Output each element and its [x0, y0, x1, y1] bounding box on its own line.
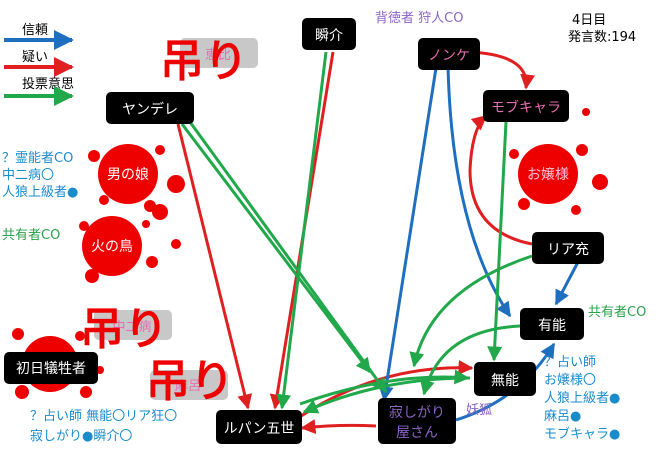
edge-doubt-nonke-mobu: [469, 50, 536, 90]
hanged-stamp-3: 吊り: [146, 356, 234, 407]
node-riajuu-label: リア充: [547, 242, 589, 258]
edge-trust-nonke-sabishi: [378, 67, 438, 402]
node-munou-box[interactable]: [474, 362, 536, 396]
note-right-4: 麻呂●: [544, 409, 581, 424]
note-left-co-3: 人狼上級者●: [2, 185, 78, 200]
edge-doubt-sabishi-lupin: [300, 419, 377, 435]
node-sabishi-label-1: 寂しがり: [389, 405, 445, 421]
note-bottom-2: 寂しがり●瞬介〇: [30, 428, 132, 444]
edge-trust-riajuu-arisu: [554, 261, 580, 306]
edge-doubt-yandere-lupin: [176, 123, 253, 410]
edge-vote-yandere-munou: [180, 123, 372, 374]
note-right-3: 人狼上級者●: [544, 391, 620, 406]
node-mobu-box[interactable]: [483, 90, 569, 122]
node-nonke-label: ノンケ: [428, 48, 470, 64]
node-yandere-box[interactable]: [106, 92, 194, 124]
edge-vote-shunsuke-lupin: [276, 51, 328, 410]
legend: 信頼 疑い 投票意思: [4, 23, 74, 106]
node-sabishi-label-2: 屋さん: [396, 425, 438, 441]
note-kyouyuu-right: 共有者CO: [588, 305, 646, 320]
node-munou-label: 無能: [491, 373, 519, 389]
hidden-node-1-box: [180, 38, 258, 68]
note-right-5: モブキャラ●: [544, 426, 620, 442]
edge-doubt-riajuu-mobu: [468, 114, 533, 246]
node-otokonoko-label: 男の娘: [107, 167, 149, 183]
role-claim-top: 背徳者 狩人CO: [375, 11, 463, 26]
nodes: 瞬介 ノンケ モブキャラ ヤンデレ リア充 有能 無能 ルパン五世 寂しがり 屋…: [4, 18, 604, 444]
note-right-2: お嬢様〇: [544, 373, 596, 388]
node-shunsuke-label: 瞬介: [315, 28, 343, 44]
node-shunsuke-box[interactable]: [302, 18, 356, 50]
node-ojousama-label: お嬢様: [527, 167, 569, 183]
day-label: 4日目: [572, 13, 606, 28]
node-lupin-label: ルパン五世: [224, 421, 295, 437]
note-left-co-1: ？霊能者CO: [2, 151, 73, 166]
edge-vote-lupin-munou: [299, 369, 470, 406]
node-shonichi-label: 初日犠牲者: [16, 360, 86, 377]
node-yandere-label: ヤンデレ: [122, 101, 178, 118]
legend-vote-label: 投票意思: [22, 76, 74, 92]
node-shonichi-box[interactable]: [4, 352, 98, 384]
edge-vote-yandere-sabishi: [188, 121, 388, 394]
node-sabishi-box[interactable]: [378, 398, 456, 444]
hidden-node-3-box: [94, 310, 172, 340]
node-riajuu-box[interactable]: [532, 232, 604, 264]
note-bottom-1: ？占い師 無能〇リア狂〇: [30, 409, 177, 424]
hidden-node-3-label: 中二病: [112, 320, 151, 335]
hidden-node-2-label: 麻呂: [175, 379, 201, 394]
note-youko: 妖狐: [466, 403, 492, 418]
edge-vote-riajuu-sabishi: [409, 254, 533, 368]
hanged-stamp-1: 吊り: [160, 36, 248, 87]
node-arisu-label: 有能: [538, 318, 566, 334]
note-left-co-2: 中二病〇: [2, 168, 54, 183]
note-right-1: ？占い師: [544, 355, 596, 370]
node-nonke-box[interactable]: [418, 38, 480, 70]
node-mobu-label: モブキャラ: [491, 99, 561, 116]
hidden-node-2-box: [150, 370, 228, 400]
edge-vote-mobu-munou: [487, 121, 508, 362]
node-hinotori-label: 火の鳥: [91, 239, 133, 255]
edges: [176, 50, 580, 435]
note-kyouyuu-left: 共有者CO: [2, 228, 60, 243]
hidden-node-1-label: 恵比: [205, 48, 231, 63]
hanged-stamp-2: 吊り: [80, 304, 168, 355]
post-count: 発言数:194: [568, 30, 636, 45]
legend-trust-label: 信頼: [22, 23, 48, 38]
node-lupin-box[interactable]: [216, 410, 302, 444]
node-arisu-box[interactable]: [520, 308, 584, 340]
legend-doubt-label: 疑い: [22, 49, 48, 65]
